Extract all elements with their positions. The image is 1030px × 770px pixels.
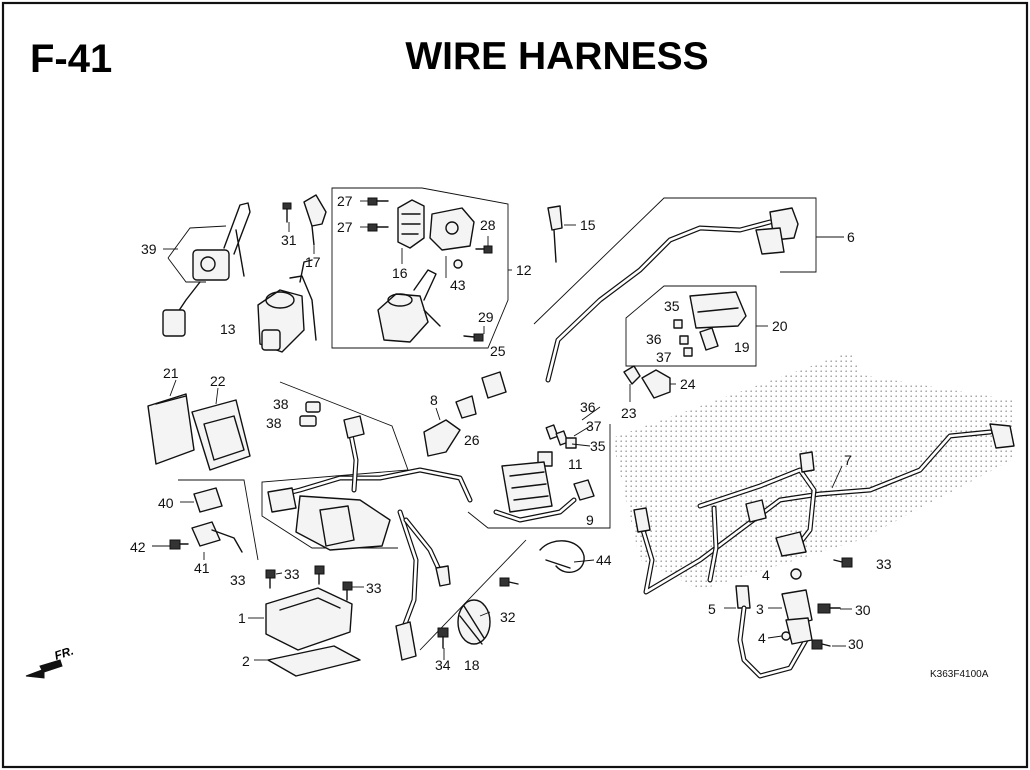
callout-36-upper: 36 (646, 331, 662, 347)
callout-27-lower: 27 (337, 219, 353, 235)
part-main-harness (261, 381, 473, 661)
group-outline-20 (625, 285, 757, 367)
callout-33-left: 33 (230, 572, 246, 588)
callout-4-upper: 4 (762, 567, 770, 583)
callout-3: 3 (756, 601, 764, 617)
callout-35-lower: 35 (590, 438, 606, 454)
callout-38-upper: 38 (273, 396, 289, 412)
callout-21: 21 (163, 365, 179, 381)
page-title: WIRE HARNESS (405, 35, 708, 78)
callout-29: 29 (478, 309, 494, 325)
callout-23: 23 (621, 405, 637, 421)
callout-11: 11 (568, 456, 583, 472)
part-bolt-42 (169, 539, 189, 550)
callout-18: 18 (464, 657, 480, 673)
callout-22: 22 (210, 373, 226, 389)
part-ignition-13 (257, 259, 317, 353)
leader-lines (152, 200, 852, 661)
part-plug-cap-5 (735, 585, 809, 679)
callout-8: 8 (430, 392, 438, 408)
callout-36-lower: 36 (580, 399, 596, 415)
part-bolt-34 (437, 627, 449, 649)
callout-28: 28 (480, 217, 496, 233)
callout-2: 2 (242, 653, 250, 669)
part-key-switch-39 (162, 202, 251, 337)
callout-39: 39 (141, 241, 157, 257)
callout-42: 42 (130, 539, 146, 555)
callout-41: 41 (194, 560, 210, 576)
part-clips-38 (299, 401, 321, 427)
callout-37-lower: 37 (586, 418, 602, 434)
part-coil-3 (781, 568, 813, 645)
part-fuse-box-9 (467, 424, 611, 529)
drawing-code: K363F4100A (930, 669, 989, 680)
part-wire-7 (633, 423, 1015, 595)
part-cover-32 (419, 539, 527, 651)
part-key-15 (547, 205, 563, 263)
callout-33-center: 33 (284, 566, 300, 582)
callout-1: 1 (238, 610, 246, 626)
callout-31: 31 (281, 232, 297, 248)
callout-4-lower: 4 (758, 630, 766, 646)
part-ecu-1 (265, 587, 353, 651)
callout-30-lower: 30 (848, 636, 864, 652)
part-socket-8 (423, 395, 477, 457)
part-ecu-21 (147, 393, 195, 465)
part-sensor-41 (191, 521, 243, 553)
callout-40: 40 (158, 495, 174, 511)
part-screw-31 (282, 202, 292, 223)
callout-35-upper: 35 (664, 298, 680, 314)
callout-32: 32 (500, 609, 516, 625)
part-screws-27 (367, 197, 389, 232)
callout-34: 34 (435, 657, 451, 673)
callout-44: 44 (596, 552, 612, 568)
callout-30-upper: 30 (855, 602, 871, 618)
part-bolts-30 (811, 603, 841, 650)
part-nut-43 (453, 259, 463, 269)
callout-15: 15 (580, 217, 596, 233)
part-bolt-18 (499, 577, 519, 587)
group-outline-12 (331, 187, 509, 349)
callout-24: 24 (680, 376, 696, 392)
callout-9: 9 (586, 512, 594, 528)
callout-27-upper: 27 (337, 193, 353, 209)
front-arrow-icon (25, 659, 63, 679)
callout-25: 25 (490, 343, 506, 359)
part-clamp-44 (539, 540, 585, 574)
part-sensor-40 (178, 479, 259, 561)
part-connector-26 (481, 371, 507, 399)
part-bracket-28 (429, 207, 493, 254)
front-direction-label: FR. (53, 644, 76, 663)
callout-labels: 39 31 17 13 27 27 16 28 43 12 29 25 15 6… (130, 193, 892, 673)
callout-33-far-right: 33 (876, 556, 892, 572)
callout-16: 16 (392, 265, 408, 281)
callout-20: 20 (772, 318, 788, 334)
callout-17: 17 (305, 254, 321, 270)
callout-12: 12 (516, 262, 532, 278)
callout-33-right: 33 (366, 580, 382, 596)
part-wire-6 (533, 197, 817, 383)
part-switch-lower (377, 269, 484, 343)
callout-6: 6 (847, 229, 855, 245)
callout-13: 13 (220, 321, 236, 337)
callout-19: 19 (734, 339, 750, 355)
part-cover-22 (191, 399, 251, 471)
callout-38-lower: 38 (266, 415, 282, 431)
part-bolts-33 (265, 557, 853, 601)
callout-5: 5 (708, 601, 716, 617)
page-code: F-41 (30, 37, 112, 81)
callout-37-upper: 37 (656, 349, 672, 365)
part-plate-2 (267, 645, 361, 677)
part-switch-16 (397, 199, 425, 249)
part-bracket-17 (303, 194, 327, 246)
callout-7: 7 (844, 452, 852, 468)
part-relays-23-24 (623, 365, 671, 399)
callout-43: 43 (450, 277, 466, 293)
callout-26: 26 (464, 432, 480, 448)
